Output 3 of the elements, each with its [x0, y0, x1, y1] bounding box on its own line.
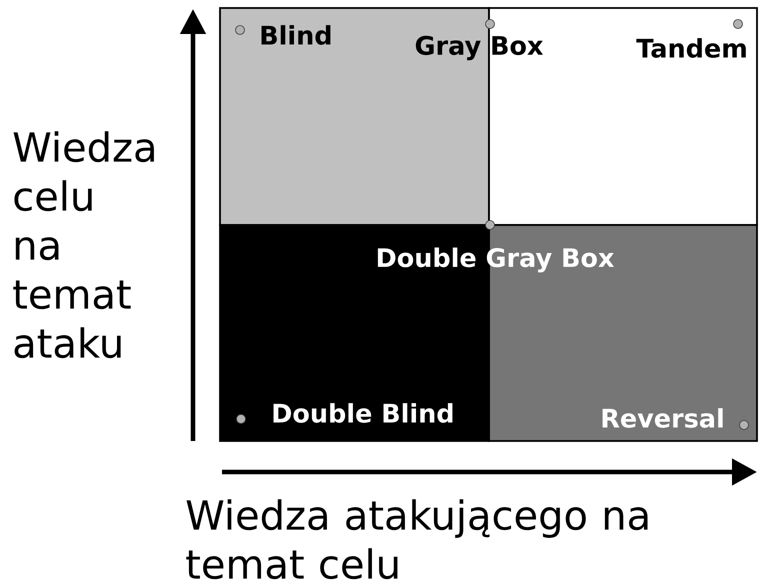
axis-label: Wiedza atakującego na temat celu [186, 499, 648, 580]
axis-label: Wiedza celu na temat ataku [13, 131, 154, 358]
point-label: Gray Box [416, 36, 544, 60]
